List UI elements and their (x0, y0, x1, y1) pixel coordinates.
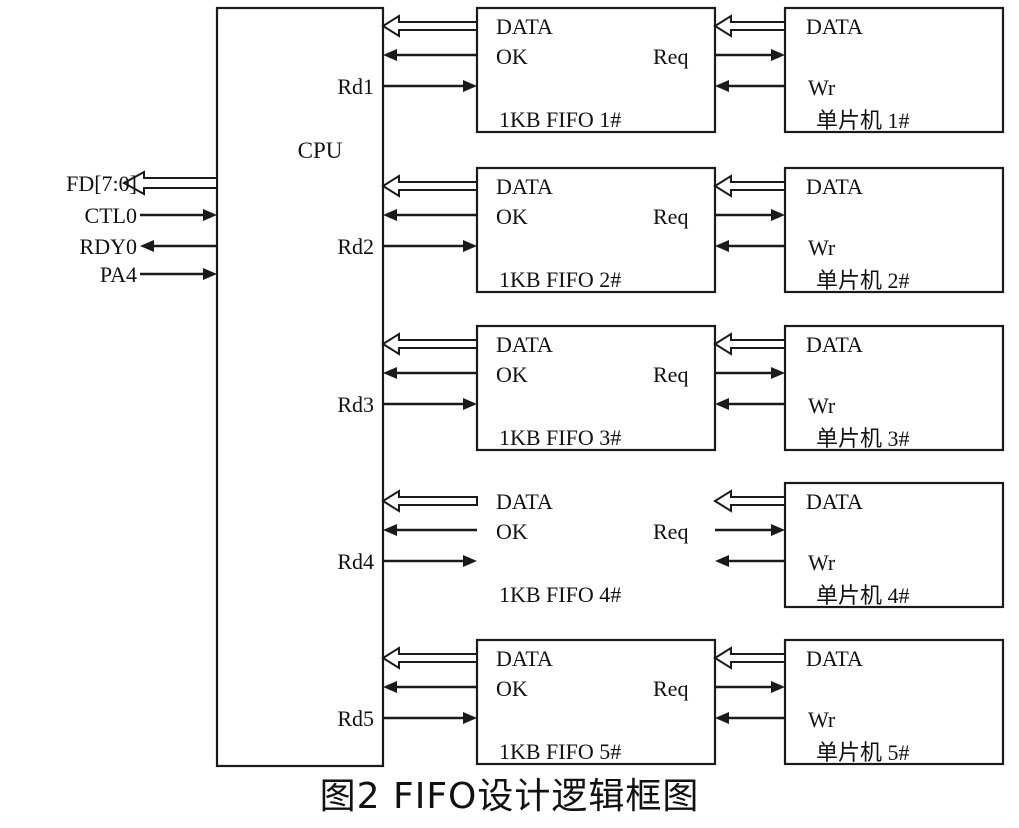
fifo1-data-bus-arrow (381, 14, 478, 38)
fifo2-ok-arrow (383, 209, 477, 221)
mcu4-data-bus-arrow (713, 489, 786, 513)
fifo-5-name: 1KB FIFO 5# (499, 739, 621, 764)
rd2-arrow (383, 240, 477, 252)
mcu-2-data-label: DATA (806, 174, 863, 199)
fifo-4-req-label: Req (653, 519, 688, 544)
port-arrow-rdy0 (140, 240, 217, 252)
mcu-3-name: 单片机 3# (816, 426, 910, 451)
fifo-2-name: 1KB FIFO 2# (499, 267, 621, 292)
port-arrow-pa4 (140, 268, 217, 280)
fifo3-data-bus-arrow (381, 332, 478, 356)
port-label-pa4: PA4 (100, 262, 137, 287)
fifo-block-1 (475, 6, 717, 134)
mcu-5-data-label: DATA (806, 646, 863, 671)
mcu1-wr-arrow (715, 80, 785, 92)
fifo-block-5 (475, 638, 717, 766)
mcu-5-name: 单片机 5# (816, 740, 910, 765)
rd5-label: Rd5 (337, 706, 374, 731)
mcu-2-wr-label: Wr (808, 235, 836, 260)
port-bus-arrow-fd-7-0 (121, 170, 218, 196)
mcu3-wr-arrow (715, 398, 785, 410)
mcu-4-wr-label: Wr (808, 550, 836, 575)
fifo-5-ok-label: OK (496, 676, 528, 701)
mcu1-data-bus-arrow (713, 14, 786, 38)
rd2-label: Rd2 (337, 234, 374, 259)
mcu-1-data-label: DATA (806, 14, 863, 39)
mcu1-req-arrow (715, 49, 785, 61)
mcu-1-name: 单片机 1# (816, 108, 910, 133)
mcu5-wr-arrow (715, 712, 785, 724)
fifo-1-ok-label: OK (496, 44, 528, 69)
port-label-ctl0: CTL0 (84, 203, 137, 228)
fifo5-data-bus-arrow (381, 646, 478, 670)
port-label-rdy0: RDY0 (80, 234, 137, 259)
mcu-block-3 (783, 324, 1005, 452)
fifo-4-data-label: DATA (496, 489, 553, 514)
mcu-2-name: 单片机 2# (816, 268, 910, 293)
fifo-block-3 (475, 324, 717, 452)
fifo-3-data-label: DATA (496, 332, 553, 357)
mcu-block-4 (783, 481, 1005, 609)
rd4-label: Rd4 (337, 549, 374, 574)
port-arrow-ctl0 (140, 209, 217, 221)
rd3-label: Rd3 (337, 392, 374, 417)
mcu-3-data-label: DATA (806, 332, 863, 357)
cpu-label: CPU (298, 138, 343, 163)
fifo-3-name: 1KB FIFO 3# (499, 425, 621, 450)
mcu-block-5 (783, 638, 1005, 766)
mcu3-req-arrow (715, 367, 785, 379)
fifo-3-ok-label: OK (496, 362, 528, 387)
mcu2-req-arrow (715, 209, 785, 221)
rd5-arrow (383, 712, 477, 724)
mcu2-wr-arrow (715, 240, 785, 252)
fifo-4-ok-label: OK (496, 519, 528, 544)
fifo-2-ok-label: OK (496, 204, 528, 229)
mcu2-data-bus-arrow (713, 174, 786, 198)
fifo-3-req-label: Req (653, 362, 688, 387)
mcu4-wr-arrow (715, 555, 785, 567)
mcu-block-1 (783, 6, 1005, 134)
rd3-arrow (383, 398, 477, 410)
figure-caption: 图2 FIFO设计逻辑框图 (319, 776, 700, 817)
rd1-arrow (383, 80, 477, 92)
mcu5-req-arrow (715, 681, 785, 693)
fifo1-ok-arrow (383, 49, 477, 61)
fifo-5-data-label: DATA (496, 646, 553, 671)
mcu-5-wr-label: Wr (808, 707, 836, 732)
mcu-3-wr-label: Wr (808, 393, 836, 418)
fifo-1-data-label: DATA (496, 14, 553, 39)
mcu3-data-bus-arrow (713, 332, 786, 356)
fifo-1-req-label: Req (653, 44, 688, 69)
fifo-5-req-label: Req (653, 676, 688, 701)
rd4-arrow (383, 555, 477, 567)
mcu4-req-arrow (715, 524, 785, 536)
fifo3-ok-arrow (383, 367, 477, 379)
rd1-label: Rd1 (337, 74, 374, 99)
fifo4-ok-arrow (383, 524, 477, 536)
mcu-1-wr-label: Wr (808, 75, 836, 100)
fifo-2-data-label: DATA (496, 174, 553, 199)
fifo-1-name: 1KB FIFO 1# (499, 107, 621, 132)
fifo5-ok-arrow (383, 681, 477, 693)
fifo4-data-bus-arrow (381, 489, 478, 513)
port-label-fd-7-0: FD[7:0] (66, 171, 137, 196)
fifo-block-2 (475, 166, 717, 294)
fifo-4-name: 1KB FIFO 4# (499, 582, 621, 607)
fifo-2-req-label: Req (653, 204, 688, 229)
mcu5-data-bus-arrow (713, 646, 786, 670)
mcu-4-data-label: DATA (806, 489, 863, 514)
mcu-4-name: 单片机 4# (816, 583, 910, 608)
mcu-block-2 (783, 166, 1005, 294)
cpu-block (215, 6, 385, 768)
fifo2-data-bus-arrow (381, 174, 478, 198)
